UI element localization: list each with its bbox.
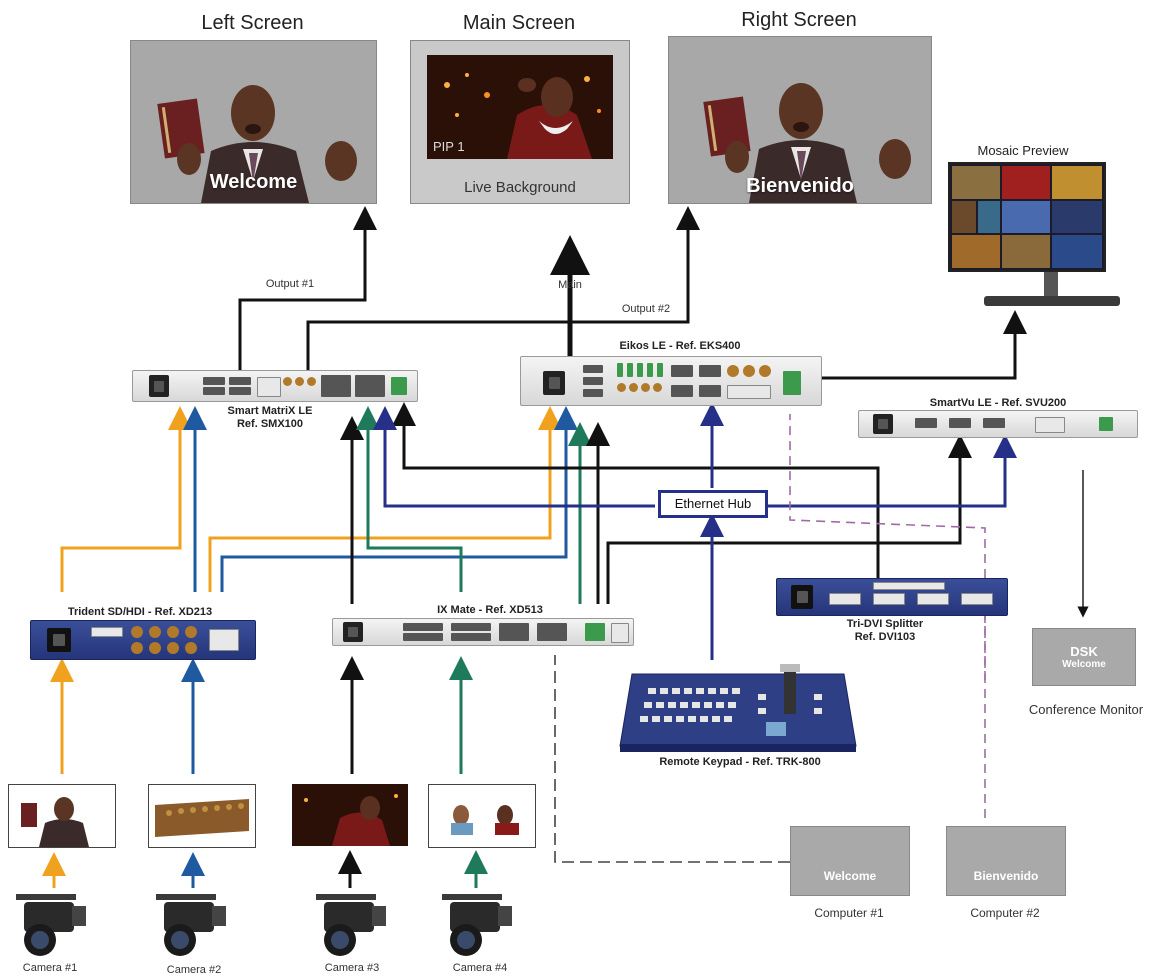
conference-caption: Conference Monitor [1028,702,1144,717]
computer-2-screen: Bienvenido [946,826,1066,896]
wire-trident-orange1 [60,406,192,592]
smartmatrix-device [132,370,418,402]
monitor-base [984,296,1120,306]
camera-2-thumb [148,784,256,848]
wire-ix-green1 [356,406,463,592]
camera-1-thumb [8,784,116,848]
right-screen-overlay: Bienvenido [746,175,854,197]
camera-4-thumb [428,784,536,848]
mosaic-tiles [952,166,1102,268]
smartvu-label: SmartVu LE - Ref. SVU200 [929,397,1067,409]
ixmate-device [332,618,634,646]
output2-label: Output #2 [621,303,671,315]
computer-1-screen: Welcome [790,826,910,896]
mosaic-title: Mosaic Preview [977,143,1069,158]
left-screen-title: Left Screen [201,12,304,34]
wire-ix-black3 [606,434,972,604]
eikos-device [520,356,822,406]
wire-output1 [238,206,377,372]
computer-1-text: Welcome [823,869,877,883]
output1-label: Output #1 [265,278,315,290]
power-connector-icon [873,414,893,434]
keypad-label: Remote Keypad - Ref. TRK-800 [659,756,821,768]
wire-output2 [306,206,700,372]
camera-2-label: Camera #2 [166,964,222,976]
power-connector-icon [47,628,71,652]
right-screen-title: Right Screen [741,9,857,31]
power-connector-icon [791,585,813,609]
keypad-device [618,664,858,754]
camera-3-thumb [292,784,408,846]
wire-eth-smx [373,406,655,508]
right-screen: Bienvenido [668,36,932,204]
main-label: Main [558,279,582,291]
trident-device [30,620,256,660]
conference-line2: Welcome [1062,659,1106,670]
camera-4-label: Camera #4 [452,962,508,974]
singer-image [427,55,613,159]
conference-line1: DSK [1070,644,1098,659]
wire-smx-black [402,412,880,578]
camera-1-icon [10,888,100,958]
smartmatrix-label-line2: Ref. SMX100 [236,418,304,430]
speaker-image [157,85,357,203]
tridvi-label-line1: Tri-DVI Splitter [846,618,924,630]
power-connector-icon [343,622,363,642]
camera-4-icon [436,888,526,958]
keypad-console [619,664,857,752]
computer-2-caption: Computer #2 [970,906,1040,920]
camera-2-icon [150,888,240,958]
conference-monitor: DSK Welcome [1032,628,1136,686]
eikos-label: Eikos LE - Ref. EKS400 [619,340,741,352]
wire-dashed-pc1 [554,655,790,863]
ethernet-hub: Ethernet Hub [658,490,768,518]
left-screen: Welcome [130,40,377,204]
tridvi-device [776,578,1008,616]
camera-1-label: Camera #1 [22,962,78,974]
camera-3-icon [310,888,400,958]
speaker-image [703,83,911,203]
ixmate-label: IX Mate - Ref. XD513 [437,604,543,616]
power-connector-icon [543,371,565,395]
tridvi-label-line2: Ref. DVI103 [854,631,916,643]
power-connector-icon [149,375,169,397]
left-screen-overlay: Welcome [209,171,298,193]
trident-label: Trident SD/HDI - Ref. XD213 [67,606,213,618]
wire-trident-blue2 [220,406,578,592]
wire-trident-orange2 [208,406,562,592]
computer-1-caption: Computer #1 [814,906,884,920]
main-screen-title: Main Screen [462,12,576,34]
wire-mosaic [822,310,1027,380]
main-screen-caption: Live Background [464,179,576,196]
wire-eth-svu [765,434,1017,508]
smartvu-device [858,410,1138,438]
camera-3-label: Camera #3 [324,962,380,974]
monitor-stand [1044,272,1058,296]
pip-label: PIP 1 [433,139,465,154]
smartmatrix-label-line1: Smart MatriX LE [227,405,313,417]
pip-window: PIP 1 [427,55,613,159]
mosaic-monitor [948,162,1106,272]
main-screen: PIP 1 Live Background [410,40,630,204]
computer-2-text: Bienvenido [973,869,1039,883]
